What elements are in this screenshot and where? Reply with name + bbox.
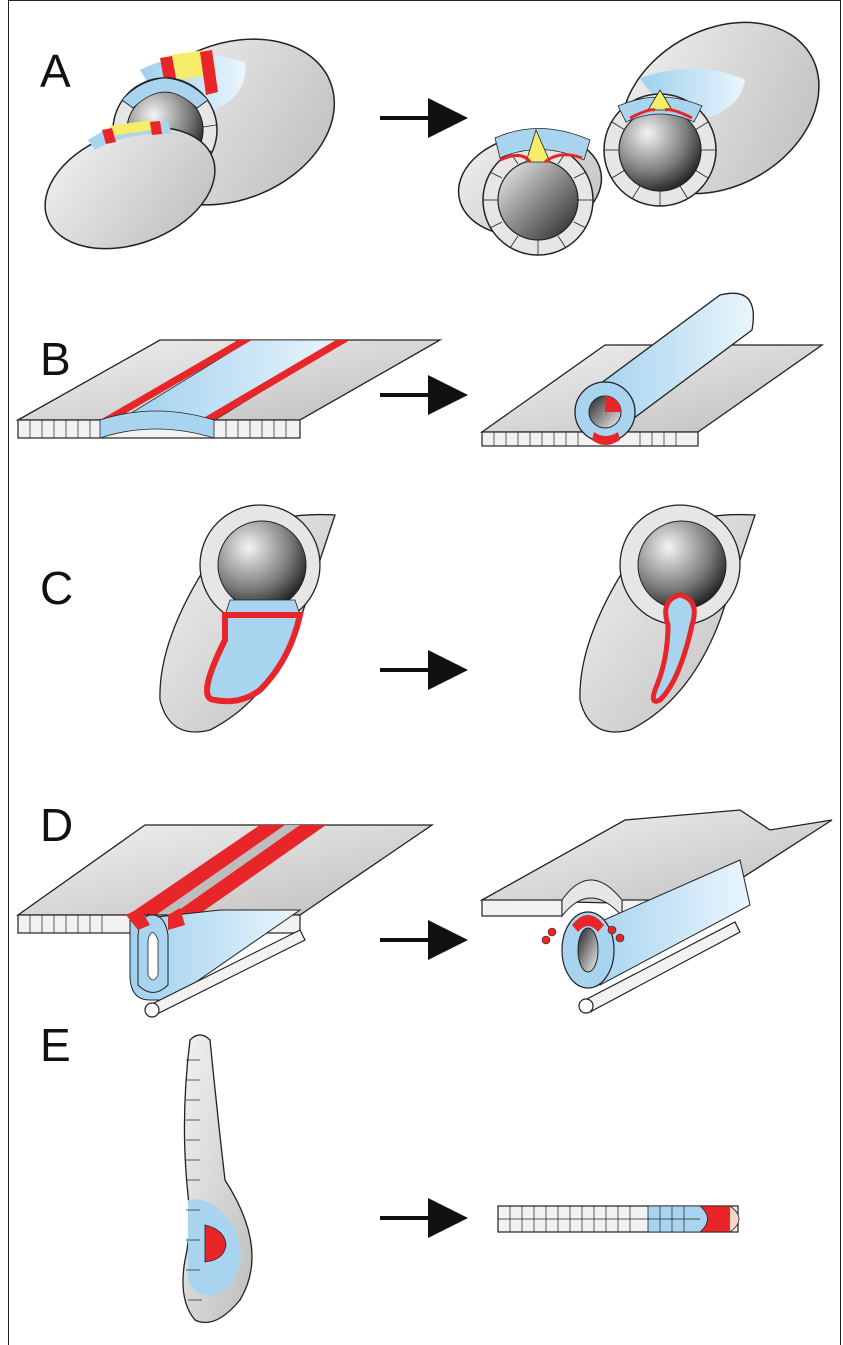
panel-a: [28, 0, 843, 271]
panel-e: [183, 1035, 739, 1323]
panel-d: [18, 810, 832, 1017]
panel-b: [18, 293, 822, 446]
panel-c: [160, 505, 755, 732]
